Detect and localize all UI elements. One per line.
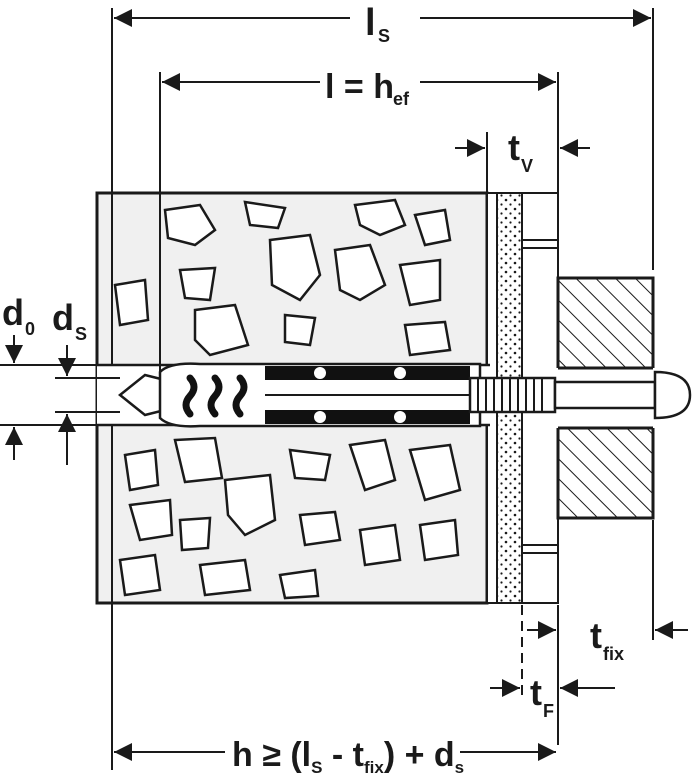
label-l-hef-main: l = h — [325, 68, 394, 106]
anchor-ribs — [182, 374, 248, 418]
label-tfix-sub: fix — [603, 644, 624, 664]
wall-plug-anchor-icon — [117, 362, 482, 428]
label-tf-main: t — [530, 672, 542, 713]
label-tf: t F — [530, 672, 554, 721]
label-tv-main: t — [508, 127, 520, 168]
label-ls-sub: S — [378, 26, 390, 46]
label-l-hef: l = h ef — [325, 68, 410, 109]
concrete-aggregate-icon — [113, 198, 462, 600]
label-d0: d 0 — [2, 292, 35, 339]
formula-text: h ≥ (lS - tfix) + ds — [232, 736, 464, 777]
label-tv-sub: V — [521, 156, 533, 176]
screw-icon — [468, 370, 692, 420]
label-tfix: t fix — [590, 615, 624, 664]
label-ds: d S — [52, 297, 87, 344]
label-d0-main: d — [2, 292, 24, 333]
label-ds-main: d — [52, 297, 74, 338]
label-ls: l S — [365, 2, 390, 46]
dimension-lines — [0, 8, 688, 770]
label-tfix-main: t — [590, 615, 602, 656]
label-ds-sub: S — [75, 324, 87, 344]
label-formula: h ≥ (lS - tfix) + ds — [232, 736, 464, 777]
label-l-hef-sub: ef — [393, 89, 410, 109]
label-tf-sub: F — [543, 701, 554, 721]
label-ls-main: l — [365, 2, 376, 44]
label-d0-sub: 0 — [25, 319, 35, 339]
label-tv: t V — [508, 127, 533, 176]
